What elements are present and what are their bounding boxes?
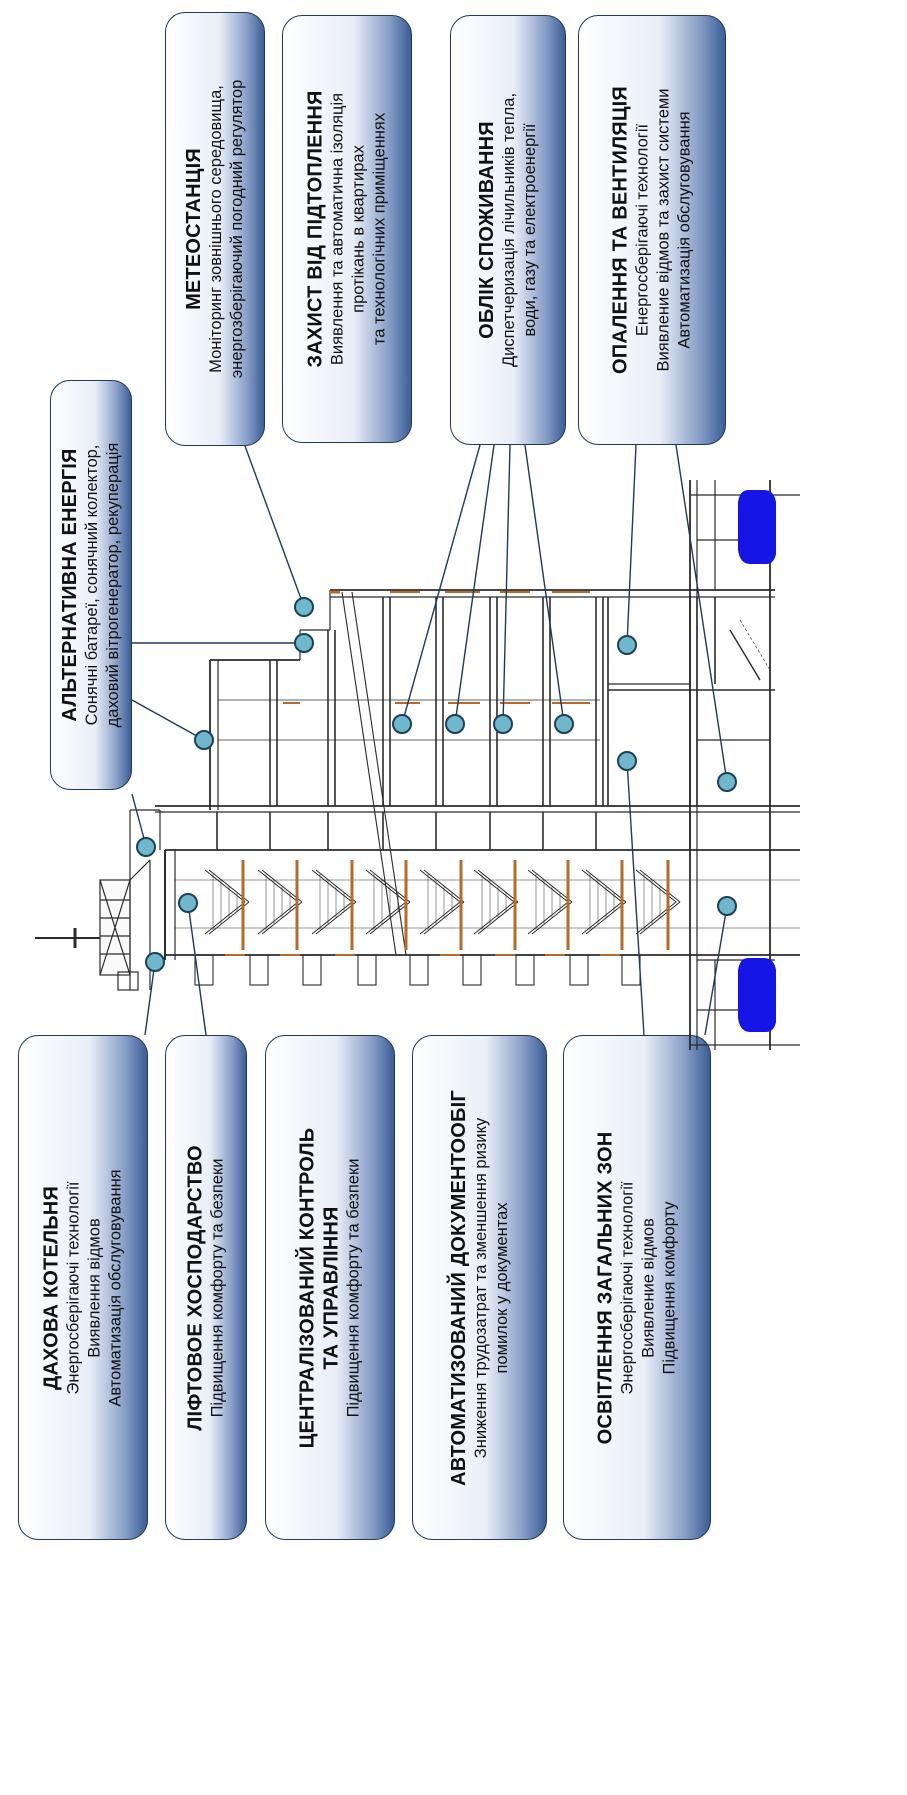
box-alternative-energy: АЛЬТЕРНАТИВНА ЕНЕРГІЯ Сонячні батареї, с… xyxy=(50,380,132,790)
box-heating-ventilation: ОПАЛЕННЯ ТА ВЕНТИЛЯЦІЯ Енергосберігаючі … xyxy=(578,15,726,445)
marker-heating xyxy=(617,635,637,655)
marker-alt-energy-2 xyxy=(294,633,314,653)
box-roof-boiler: ДАХОВА КОТЕЛЬНЯ Энергосберігаючі техноло… xyxy=(18,1035,148,1540)
box-title: ТА УПРАВЛІННЯ xyxy=(320,1205,343,1370)
box-title: ДАХОВА КОТЕЛЬНЯ xyxy=(40,1185,63,1390)
box-line: Сонячні батареї, сонячний колектор, xyxy=(83,444,101,726)
parked-cars xyxy=(738,490,776,1032)
stair-flight xyxy=(635,869,681,935)
marker-lighting xyxy=(617,751,637,771)
marker-metering-2 xyxy=(445,714,465,734)
box-line: Підвищення комфорту xyxy=(660,1201,679,1374)
stair-flight xyxy=(473,869,519,935)
box-weather-station: МЕТЕОСТАНЦІЯ Моніторинг зовнішнього сере… xyxy=(165,12,265,446)
stair-flight xyxy=(311,869,357,935)
box-line: Моніторинг зовнішнього середовища, xyxy=(207,85,225,373)
marker-alt-energy xyxy=(194,730,214,750)
box-line: Энергосберігаючі технології xyxy=(64,1181,83,1395)
box-line: Зниження трудозатрат та зменшення ризику xyxy=(471,1117,490,1458)
box-consumption-metering: ОБЛІК СПОЖИВАННЯ Диспетчеризація лічильн… xyxy=(450,15,566,445)
box-line: та технологічних приміщеннях xyxy=(370,112,389,346)
marker-weather-station xyxy=(294,597,314,617)
marker-roof-boiler xyxy=(145,952,165,972)
box-central-control: ЦЕНТРАЛІЗОВАНИЙ КОНТРОЛЬ ТА УПРАВЛІННЯ П… xyxy=(265,1035,395,1540)
box-line: Энергосберігаючі технології xyxy=(618,1181,637,1395)
stair-flight xyxy=(204,869,250,935)
box-flood-protection: ЗАХИСТ ВІД ПІДТОПЛЕННЯ Виявлення та авто… xyxy=(282,15,412,443)
box-line: энергозберігаючий погодний регулятор xyxy=(228,79,246,379)
box-title: АВТОМАТИЗОВАНИЙ ДОКУМЕНТООБІГ xyxy=(447,1089,470,1486)
stair-flight xyxy=(527,869,573,935)
box-title: ЛІФТОВОЕ ХОСПОДАРСТВО xyxy=(184,1144,207,1431)
marker-elevator xyxy=(178,893,198,913)
car-icon xyxy=(738,490,776,564)
box-title: ОСВІТЛЕННЯ ЗАГАЛЬНИХ ЗОН xyxy=(594,1131,617,1444)
stair-flight xyxy=(581,869,627,935)
building-structure xyxy=(35,480,800,1050)
car-icon xyxy=(738,958,776,1032)
box-line: помилок у документах xyxy=(492,1201,511,1374)
box-title: МЕТЕОСТАНЦІЯ xyxy=(183,148,205,310)
box-title: ЦЕНТРАЛІЗОВАНИЙ КОНТРОЛЬ xyxy=(296,1127,319,1448)
box-title: АЛЬТЕРНАТИВНА ЕНЕРГІЯ xyxy=(59,448,81,722)
box-line: Виявление відмов xyxy=(639,1217,658,1358)
box-line: Диспетчеризація лічильників тепла, xyxy=(500,92,518,368)
stair-flight xyxy=(419,869,465,935)
box-line: даховий вітрогенератор, рекуперація xyxy=(104,442,122,728)
box-line: води, газу та електроенергії xyxy=(521,123,539,337)
box-line: Підвищення комфорту та безпеки xyxy=(208,1158,227,1417)
box-line: Виявлення та автоматична ізоляція xyxy=(328,92,347,366)
box-line: протікань в квартирах xyxy=(349,145,368,313)
markers xyxy=(136,597,737,972)
stair-stringers xyxy=(225,590,670,956)
box-elevator: ЛІФТОВОЕ ХОСПОДАРСТВО Підвищення комфорт… xyxy=(165,1035,247,1540)
stair-flight xyxy=(257,869,303,935)
marker-alt-energy-roof xyxy=(136,837,156,857)
box-doc-flow: АВТОМАТИЗОВАНИЙ ДОКУМЕНТООБІГ Зниження т… xyxy=(412,1035,547,1540)
leader-lines xyxy=(131,444,728,1036)
box-line: Автоматизація обслуговування xyxy=(106,1168,125,1407)
box-line: Автоматизація обслуговування xyxy=(675,111,694,349)
box-common-lighting: ОСВІТЛЕННЯ ЗАГАЛЬНИХ ЗОН Энергосберігаюч… xyxy=(563,1035,711,1540)
stair-flights xyxy=(204,869,681,935)
marker-metering-4 xyxy=(554,714,574,734)
stair-flight xyxy=(365,869,411,935)
marker-metering-1 xyxy=(392,714,412,734)
box-title: ОПАЛЕННЯ ТА ВЕНТИЛЯЦІЯ xyxy=(609,86,632,374)
box-line: Виявление відмов та захист системи xyxy=(654,88,673,372)
box-title: ОБЛІК СПОЖИВАННЯ xyxy=(476,121,498,339)
box-line: Виявлення відмов xyxy=(85,1217,104,1358)
marker-metering-3 xyxy=(493,714,513,734)
box-line: Енергосберігаючі технології xyxy=(633,123,652,337)
box-title: ЗАХИСТ ВІД ПІДТОПЛЕННЯ xyxy=(304,90,327,368)
box-line: Підвищення комфорту та безпеки xyxy=(344,1158,363,1417)
marker-ventilation xyxy=(717,772,737,792)
marker-lighting-2 xyxy=(717,896,737,916)
